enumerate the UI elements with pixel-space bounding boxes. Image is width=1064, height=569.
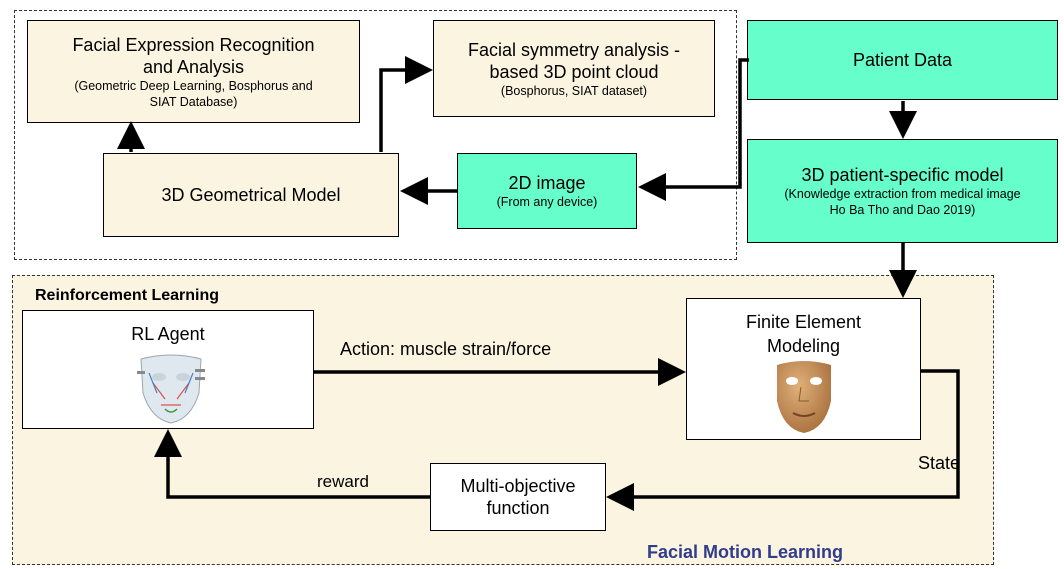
facial-motion-learning-label: Facial Motion Learning (647, 542, 844, 562)
patient-data-label: Patient Data (852, 50, 953, 70)
multi-objective-box: Multi-objective function (430, 463, 606, 531)
patient-data-box: Patient Data (747, 20, 1058, 100)
geometrical-model-label: 3D Geometrical Model (161, 185, 341, 205)
fem-box: Finite Element Modeling (686, 298, 921, 440)
symmetry-title-line1: Facial symmetry analysis - (467, 39, 681, 60)
face-mask-muscles-image (137, 354, 205, 424)
symmetry-title-line2: based 3D point cloud (489, 61, 659, 82)
fem-label-line2: Modeling (766, 336, 841, 356)
fem-label-line1: Finite Element (745, 312, 862, 332)
patient-model-box: 3D patient-specific model (Knowledge ext… (747, 139, 1058, 243)
arrow-fem-to-objective (606, 369, 960, 511)
rl-agent-label: RL Agent (131, 324, 205, 344)
image2d-sub: (From any device) (496, 195, 598, 209)
face-mesh-image (777, 361, 831, 433)
patient-model-sub2: Ho Ba Tho and Dao 2019) (829, 203, 976, 217)
patient-model-sub1: (Knowledge extraction from medical image (784, 187, 1021, 201)
rl-section-title: Reinforcement Learning (35, 287, 220, 304)
fer-title-line1: Facial Expression Recognition (72, 34, 315, 55)
image2d-box: 2D image (From any device) (457, 153, 637, 229)
fer-box: Facial Expression Recognition and Analys… (27, 20, 360, 123)
fer-sub-line1: (Geometric Deep Learning, Bosphorus and (74, 78, 313, 93)
state-label: State (918, 453, 961, 473)
top-group-container (14, 10, 737, 260)
geometrical-model-box: 3D Geometrical Model (103, 153, 399, 237)
arrow-geo-to-symmetry (379, 56, 433, 152)
action-label: Action: muscle strain/force (340, 339, 552, 359)
arrow-objective-to-agent (154, 429, 430, 499)
fer-sub-line2: SIAT Database) (149, 94, 238, 109)
symmetry-sub: (Bosphorus, SIAT dataset) (500, 83, 648, 98)
symmetry-box: Facial symmetry analysis - based 3D poin… (433, 20, 715, 117)
reward-label: reward (317, 472, 369, 491)
fer-title-line2: and Analysis (142, 56, 245, 77)
multi-objective-line1: Multi-objective (460, 476, 576, 496)
patient-model-title: 3D patient-specific model (801, 165, 1004, 185)
rl-agent-box: RL Agent (22, 310, 314, 429)
arrow-patient-to-image2d (638, 58, 749, 201)
multi-objective-line2: function (486, 498, 550, 518)
image2d-title: 2D image (508, 173, 586, 193)
